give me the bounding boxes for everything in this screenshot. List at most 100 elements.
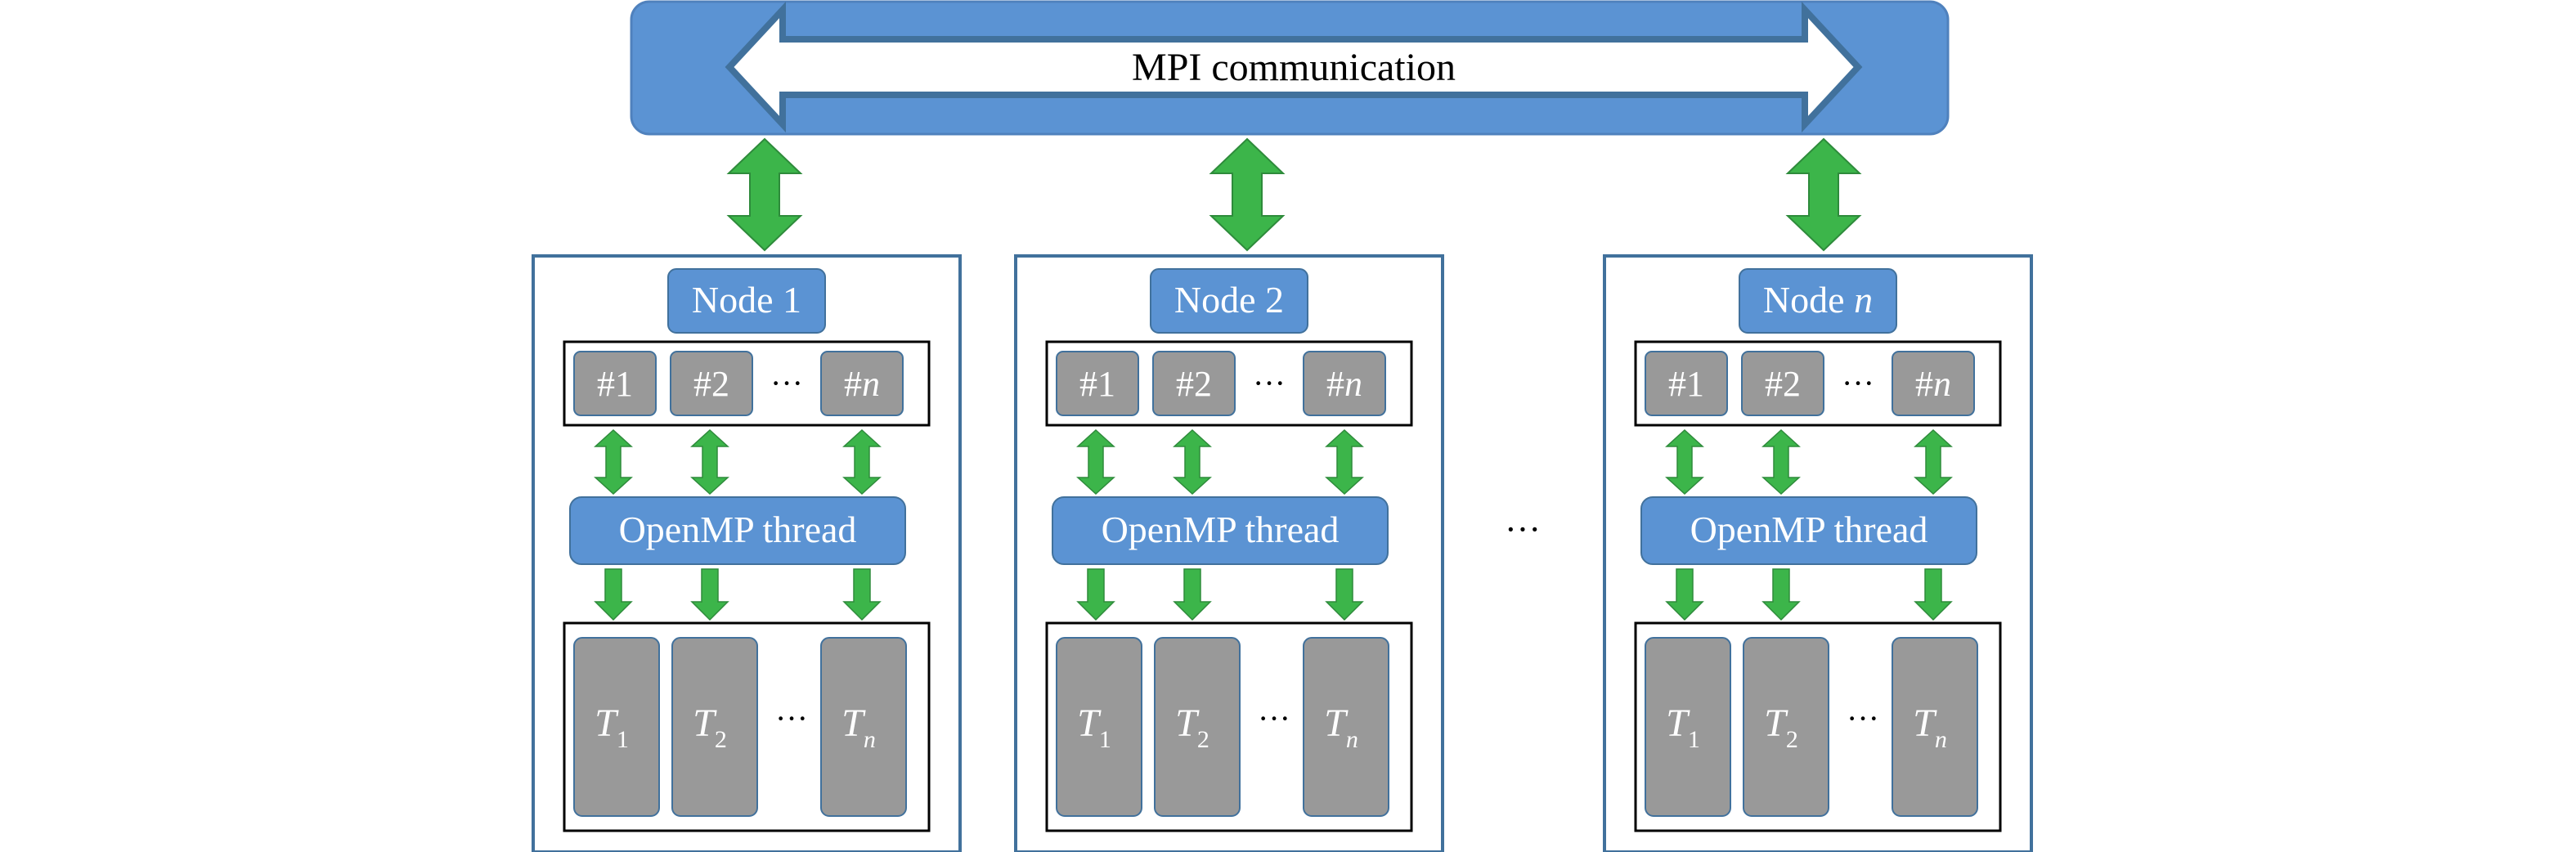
task-ellipsis: ··· [1258,700,1290,737]
task-label-subscript: n [864,726,876,753]
cpu-core [1056,351,1139,416]
node-title-badge [1739,268,1897,334]
task-label-subscript: 1 [617,726,629,753]
down-arrow-icon [1173,568,1212,621]
task-block [1056,637,1142,817]
cpu-core-label: #n [1326,364,1362,404]
cpu-core [820,351,904,416]
task-label-subscript: 1 [1099,726,1111,753]
cpu-core-label-main: # [1326,364,1344,404]
task-label-subscript: 1 [1688,726,1700,753]
double-arrow-icon [1173,428,1212,496]
task-label-letter: T [1324,702,1349,745]
task-block [573,637,660,817]
task-label-letter: T [1764,702,1788,745]
task-label-letter: T [841,702,866,745]
task-label: Tn [1913,702,1947,753]
double-arrow-icon [1665,428,1704,496]
double-arrow-icon [1325,428,1364,496]
cpu-core-label-main: # [844,364,862,404]
double-arrow-icon [725,1,1863,133]
task-label-subscript: 2 [1197,726,1209,753]
double-arrow-icon [842,428,882,496]
cpu-core [1303,351,1386,416]
cpu-core-label: #2 [1765,364,1801,404]
task-label: T1 [595,702,629,753]
task-label-letter: T [1666,702,1690,745]
task-block [1645,637,1731,817]
task-label-letter: T [1913,702,1937,745]
openmp-thread-label: OpenMP thread [1690,509,1928,550]
cpu-core [670,351,753,416]
cpu-core [1152,351,1236,416]
task-label-letter: T [1077,702,1102,745]
task-block [1892,637,1978,817]
openmp-thread-bar [569,496,906,565]
cpu-core [1741,351,1824,416]
cpu-core-label: #2 [1176,364,1212,404]
core-ellipsis: ··· [770,365,803,401]
double-arrow-icon [594,428,633,496]
double-arrow-icon [690,428,729,496]
node-title-badge [1150,268,1308,334]
node-title-main: Node [1763,279,1854,321]
cpu-core-label: #1 [597,364,633,404]
down-arrow-icon [1076,568,1115,621]
node-title-italic: n [1854,279,1873,321]
core-ellipsis: ··· [1253,365,1286,401]
mpi-bus: MPI communication [630,0,1950,136]
cpu-core-label: #n [844,364,880,404]
cpu-core-label-main: #1 [597,364,633,404]
cpu-core-label-main: # [1915,364,1933,404]
task-label: T2 [1175,702,1209,753]
openmp-thread-label: OpenMP thread [1102,509,1340,550]
cpu-core [573,351,657,416]
down-arrow-icon [1665,568,1704,621]
task-label: Tn [841,702,876,753]
openmp-thread-bar [1640,496,1977,565]
openmp-thread-label: OpenMP thread [619,509,857,550]
cpu-core [1892,351,1975,416]
double-arrow-icon [1785,137,1862,252]
node-title: Node 2 [1174,279,1284,321]
cpu-core-label-main: #1 [1079,364,1115,404]
task-block [1743,637,1829,817]
task-label-letter: T [693,702,717,745]
cpu-core-label-italic: n [862,364,880,404]
cpu-core-label: #1 [1668,364,1704,404]
double-arrow-icon [1076,428,1115,496]
task-block [671,637,758,817]
cpu-core-label: #1 [1079,364,1115,404]
cpu-core [1645,351,1728,416]
task-label: T2 [1764,702,1798,753]
down-arrow-icon [594,568,633,621]
down-arrow-icon [842,568,882,621]
task-label: T1 [1666,702,1700,753]
cpu-core-label-main: #2 [693,364,729,404]
task-label-subscript: 2 [1786,726,1798,753]
task-ellipsis: ··· [1847,700,1879,737]
task-ellipsis: ··· [775,700,808,737]
task-label-subscript: 2 [715,726,727,753]
double-arrow-icon [1914,428,1953,496]
task-label: T2 [693,702,727,753]
task-label-subscript: n [1346,726,1358,753]
task-label-subscript: n [1935,726,1947,753]
down-arrow-icon [1325,568,1364,621]
cpu-core-label-main: #2 [1176,364,1212,404]
task-label: T1 [1077,702,1111,753]
node-title: Node n [1763,279,1873,321]
cpu-core-label-italic: n [1933,364,1951,404]
double-arrow-icon [1761,428,1801,496]
node-title-main: Node 2 [1174,279,1284,321]
down-arrow-icon [690,568,729,621]
cpu-core-label-italic: n [1344,364,1362,404]
cpu-core-label-main: #2 [1765,364,1801,404]
down-arrow-icon [1914,568,1953,621]
task-label-letter: T [595,702,619,745]
